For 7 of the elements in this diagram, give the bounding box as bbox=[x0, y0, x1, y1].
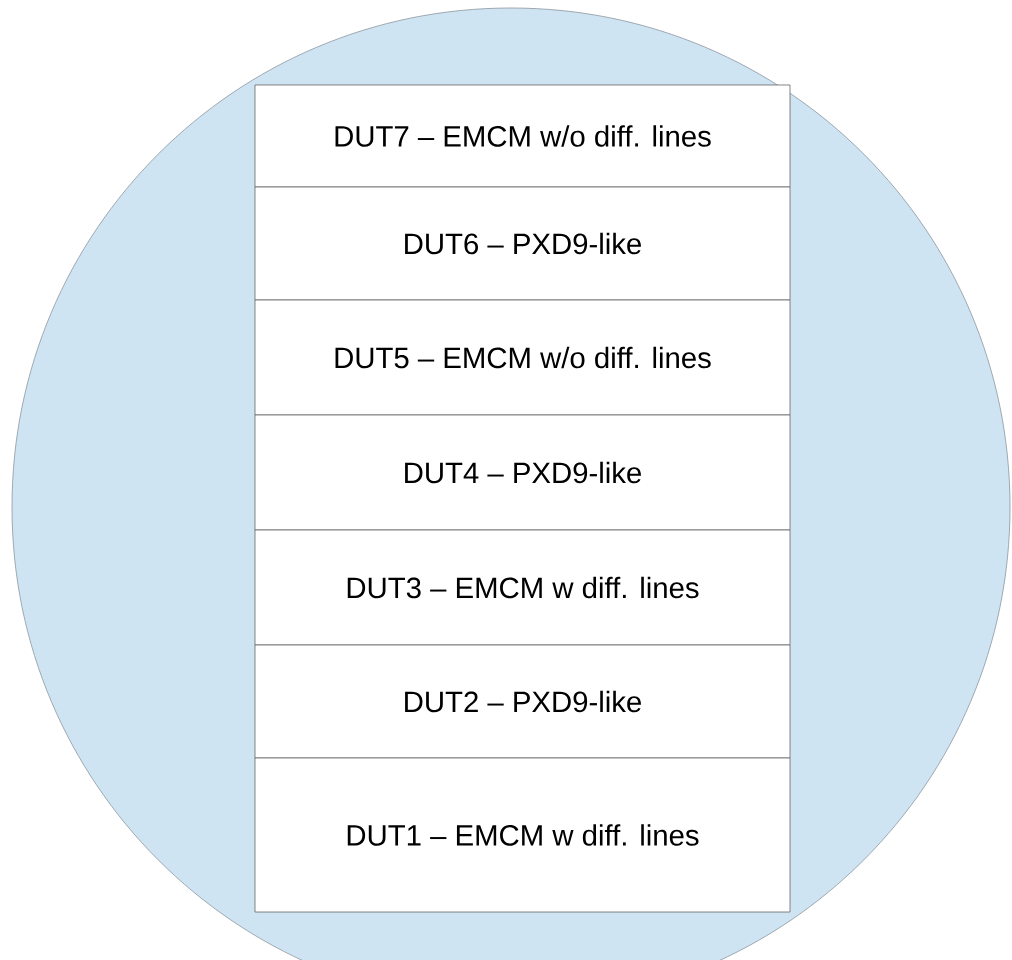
row-box: DUT5 – EMCM w/o diff. lines bbox=[254, 299, 791, 416]
row-box: DUT2 – PXD9-like bbox=[254, 644, 791, 759]
row-box: DUT3 – EMCM w diff. lines bbox=[254, 529, 791, 646]
row-box: DUT7 – EMCM w/o diff. lines bbox=[254, 84, 791, 188]
row-box: DUT1 – EMCM w diff. lines bbox=[254, 757, 791, 913]
row-box: DUT6 – PXD9-like bbox=[254, 186, 791, 301]
row-box: DUT4 – PXD9-like bbox=[254, 414, 791, 531]
